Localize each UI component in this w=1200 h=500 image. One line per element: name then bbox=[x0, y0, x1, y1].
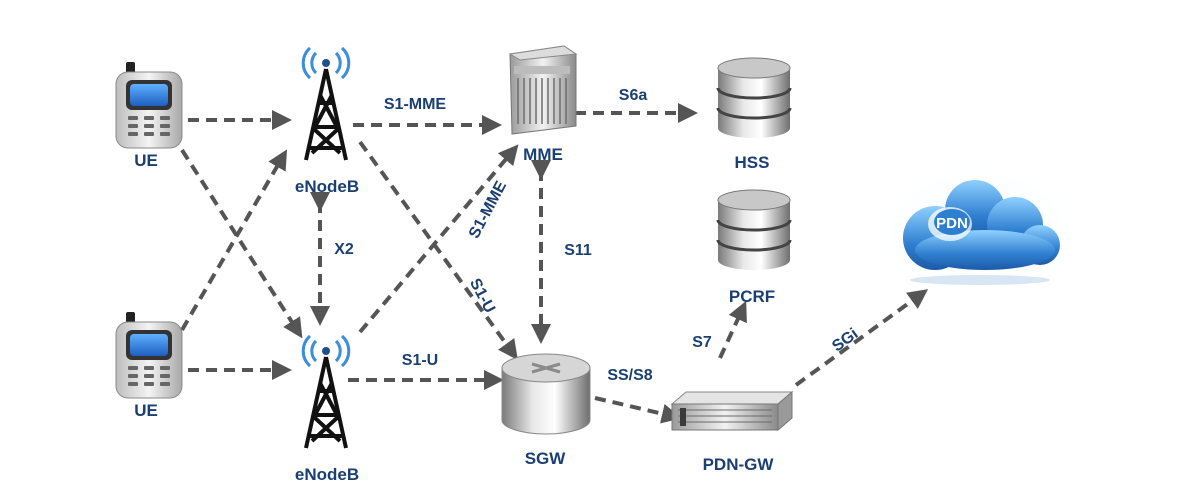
edge-label-s1-u: S1-U bbox=[402, 352, 438, 369]
mobile-phone-icon bbox=[115, 312, 183, 399]
pcrf-node bbox=[716, 189, 792, 270]
ue-bottom-node bbox=[115, 312, 183, 399]
edge-label-s1-mme-cross: S1-MME bbox=[466, 178, 510, 241]
edge-enodeb-top-to-sgw bbox=[358, 140, 518, 361]
router-icon bbox=[501, 353, 591, 435]
cell-tower-icon bbox=[301, 334, 351, 449]
pdn-label: PDN bbox=[936, 215, 968, 232]
cloud-shadow bbox=[910, 275, 1050, 285]
edge-ue-top-to-enodeb-bottom bbox=[180, 148, 303, 339]
enodeb-top-label: eNodeB bbox=[295, 177, 359, 196]
server-chassis-icon bbox=[508, 45, 578, 135]
hss-node bbox=[716, 57, 792, 138]
cloud-icon bbox=[903, 180, 1060, 270]
edge-label-s7: S7 bbox=[692, 334, 712, 351]
pdn-gw-node bbox=[670, 390, 794, 432]
edge-label-sgi: SGi bbox=[829, 325, 861, 355]
edge-label-s6a: S6a bbox=[619, 87, 648, 104]
pcrf-label: PCRF bbox=[729, 287, 775, 306]
edges bbox=[180, 103, 929, 424]
edge-pdngw-to-pcrf bbox=[718, 300, 747, 359]
pdn-node: PDN bbox=[873, 162, 1083, 302]
enodeb-bottom-node bbox=[301, 334, 351, 449]
hss-label: HSS bbox=[735, 153, 770, 172]
rack-server-icon bbox=[670, 390, 794, 432]
edge-ue-bottom-to-enodeb-top bbox=[180, 149, 288, 332]
enodeb-top-node bbox=[301, 46, 351, 161]
sgw-label: SGW bbox=[525, 449, 567, 468]
pdn-gw-label: PDN-GW bbox=[703, 455, 775, 474]
ue-top-label: UE bbox=[134, 151, 158, 170]
ue-top-node bbox=[115, 62, 183, 149]
database-icon bbox=[716, 189, 792, 270]
cell-tower-icon bbox=[301, 46, 351, 161]
sgw-node bbox=[501, 353, 591, 435]
enodeb-bottom-label: eNodeB bbox=[295, 465, 359, 484]
mme-label: MME bbox=[523, 145, 563, 164]
edge-pdngw-to-pdn bbox=[794, 289, 929, 387]
mobile-phone-icon bbox=[115, 62, 183, 149]
edge-label-s11: S11 bbox=[564, 242, 592, 259]
edge-label-x2: X2 bbox=[334, 241, 354, 258]
edge-label-s1-mme: S1-MME bbox=[384, 96, 447, 113]
database-icon bbox=[716, 57, 792, 138]
edge-enodeb-bottom-to-mme bbox=[358, 144, 519, 334]
edge-label-ss-s8: SS/S8 bbox=[607, 367, 652, 384]
mme-node bbox=[508, 45, 578, 135]
ue-bottom-label: UE bbox=[134, 401, 158, 420]
edge-sgw-to-pdngw bbox=[594, 396, 682, 424]
